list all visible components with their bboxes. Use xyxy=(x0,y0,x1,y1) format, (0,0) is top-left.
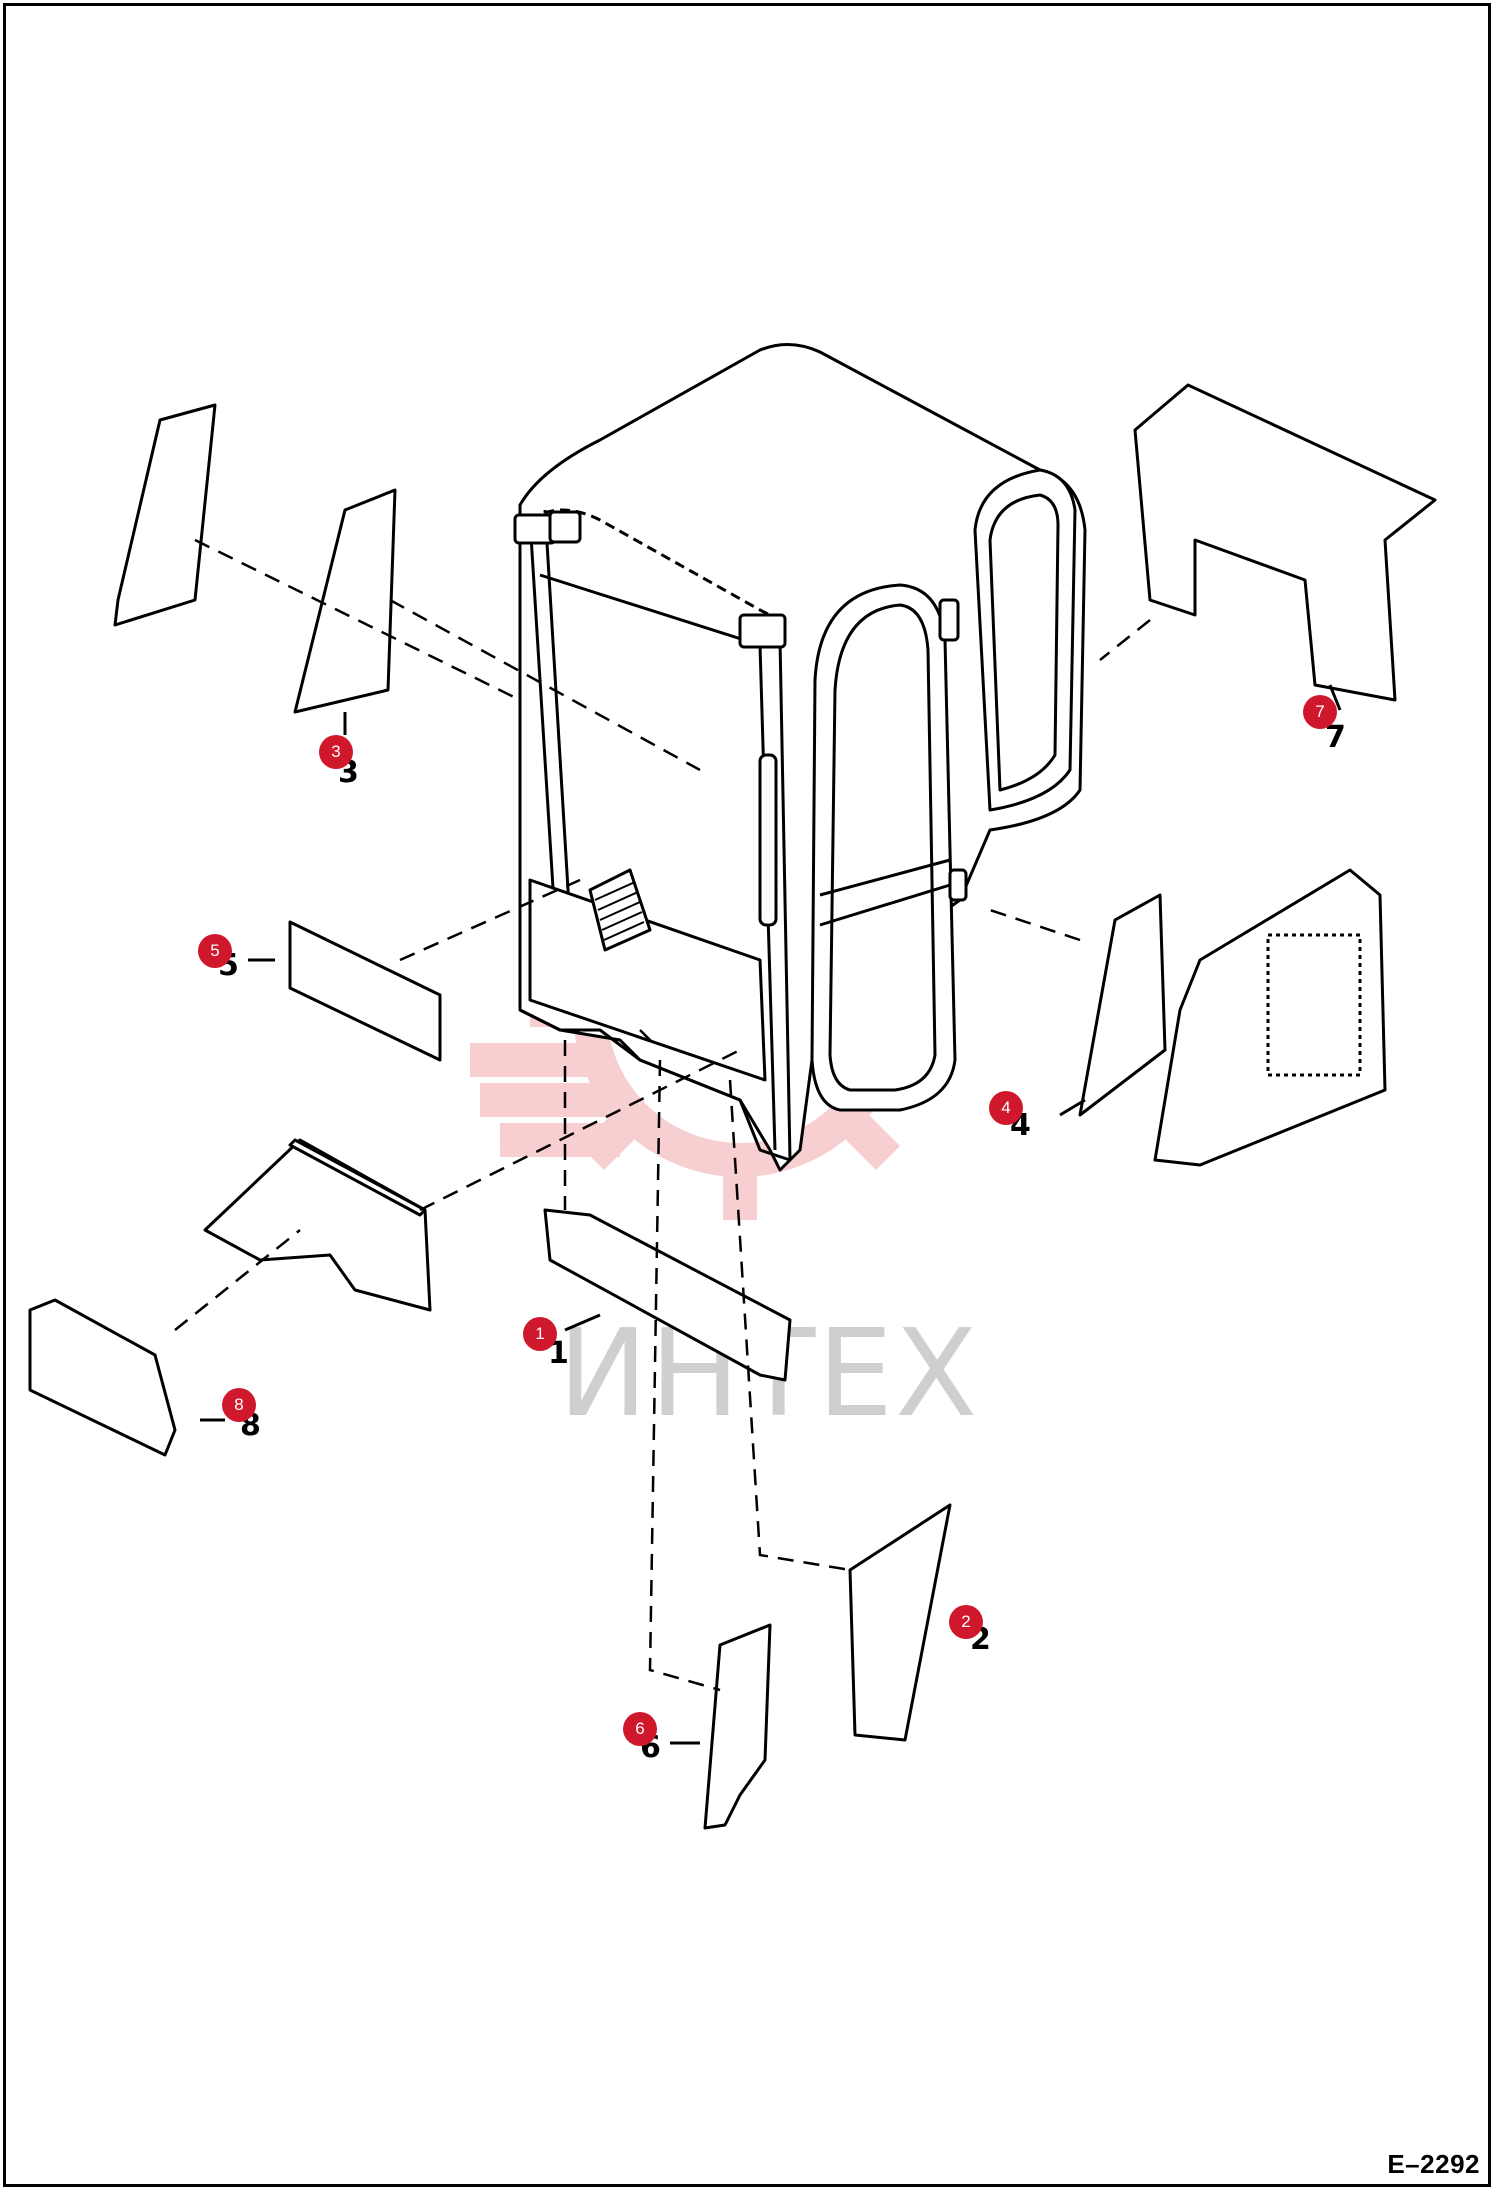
callout-marker-1[interactable]: 1 xyxy=(523,1317,557,1351)
drawing-reference-code: E–2292 xyxy=(1387,2149,1480,2179)
callout-marker-2[interactable]: 2 xyxy=(949,1605,983,1639)
panel-2 xyxy=(848,1503,952,1742)
callout-marker-8[interactable]: 8 xyxy=(222,1388,256,1422)
panel-8 xyxy=(28,1298,177,1457)
panel-5 xyxy=(288,920,442,1062)
panel-4b-window xyxy=(1266,933,1362,1077)
panel-1 xyxy=(543,1208,792,1382)
diagram-frame xyxy=(3,3,1491,2187)
callout-marker-5[interactable]: 5 xyxy=(198,934,232,968)
panel-4a xyxy=(1078,893,1167,1117)
callout-marker-6[interactable]: 6 xyxy=(623,1712,657,1746)
part-number-1: 1 xyxy=(548,1336,569,1371)
panel-3a xyxy=(113,403,217,627)
panel-6 xyxy=(703,1623,772,1830)
tray-assembly xyxy=(203,1138,432,1312)
panel-7 xyxy=(1133,383,1437,702)
part-number-7: 7 xyxy=(1325,720,1346,755)
callout-marker-4[interactable]: 4 xyxy=(989,1091,1023,1125)
panel-3b xyxy=(293,488,397,714)
cab-frame xyxy=(513,343,1087,1172)
exploded-leader-lines xyxy=(174,538,1151,1692)
panel-4b xyxy=(1153,868,1387,1167)
callout-marker-3[interactable]: 3 xyxy=(319,735,353,769)
callout-marker-7[interactable]: 7 xyxy=(1303,695,1337,729)
